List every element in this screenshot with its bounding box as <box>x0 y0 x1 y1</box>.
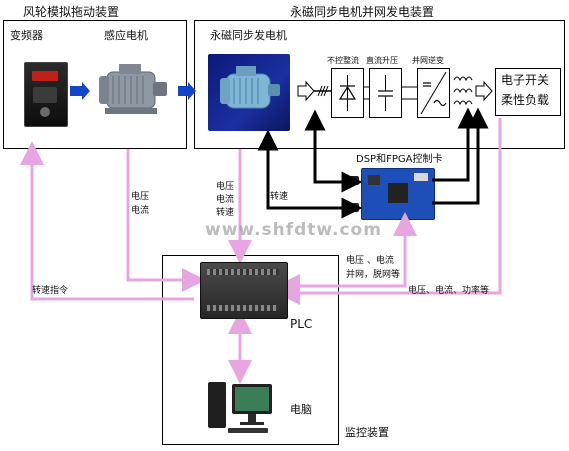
computer-image <box>206 378 276 436</box>
speed-label: 转速 <box>270 192 289 202</box>
inverter-knob-icon <box>40 107 50 117</box>
grid-inverter-block <box>417 68 450 118</box>
pmsg-signal-line2: 电流 <box>216 195 235 205</box>
inverter-display <box>32 71 58 81</box>
chopper-block <box>369 68 402 118</box>
left-group-title: 风轮模拟拖动装置 <box>23 5 120 19</box>
pmsg-signal-line1: 电压 <box>216 182 235 192</box>
hollow-arrow-icon <box>475 80 493 102</box>
flexible-load-box <box>495 68 561 116</box>
speed-command-label: 转速指令 <box>32 286 69 296</box>
pmsg-signal-line3: 转速 <box>216 208 235 218</box>
rectifier-label: 不控整流 <box>327 56 359 65</box>
controller-label: DSP和FPGA控制卡 <box>356 154 443 165</box>
chip-icon <box>368 175 380 185</box>
induction-motor-image <box>93 58 173 120</box>
hollow-arrow-icon <box>297 80 315 102</box>
grid-inverter-label: 并网逆变 <box>412 56 444 65</box>
monitor-title: 监控装置 <box>345 426 389 439</box>
dc-signal-line2: 并网，脱网等 <box>346 270 401 280</box>
grid-measure-label: 电压、电流、功率等 <box>408 286 490 296</box>
chip-icon <box>388 183 408 203</box>
chopper-label: 直流升压 <box>366 56 398 65</box>
plc-label: PLC <box>290 317 313 331</box>
blue-arrow-icon <box>70 82 90 100</box>
filter-inductor-icon <box>452 70 474 114</box>
load-label-line1: 电子开关 <box>501 73 550 87</box>
dc-signal-line1: 电压 、电流 <box>346 256 394 266</box>
inverter-label: 变频器 <box>10 29 43 42</box>
connector-icon <box>414 173 428 181</box>
plc-image <box>200 262 288 319</box>
wind-drive-box <box>3 20 187 149</box>
pmsg-grid-box <box>194 20 565 149</box>
pc-label: 电脑 <box>290 403 312 416</box>
pmsg-label: 永磁同步发电机 <box>210 29 287 42</box>
load-label-line2: 柔性负载 <box>501 93 550 107</box>
inverter-image <box>24 62 68 127</box>
pmsg-image <box>208 54 290 131</box>
right-group-title: 永磁同步电机并网发电装置 <box>290 5 435 19</box>
induction-signal-line2: 电流 <box>131 206 150 216</box>
induction-motor-label: 感应电机 <box>104 29 148 42</box>
terminal-strip-icon <box>207 305 279 311</box>
controller-board-image <box>361 168 435 220</box>
watermark: www.shfdtw.com <box>205 220 382 240</box>
inverter-keypad <box>33 87 57 103</box>
induction-signal-line1: 电压 <box>131 192 150 202</box>
terminal-strip-icon <box>207 269 279 275</box>
blue-arrow-icon <box>178 82 196 100</box>
